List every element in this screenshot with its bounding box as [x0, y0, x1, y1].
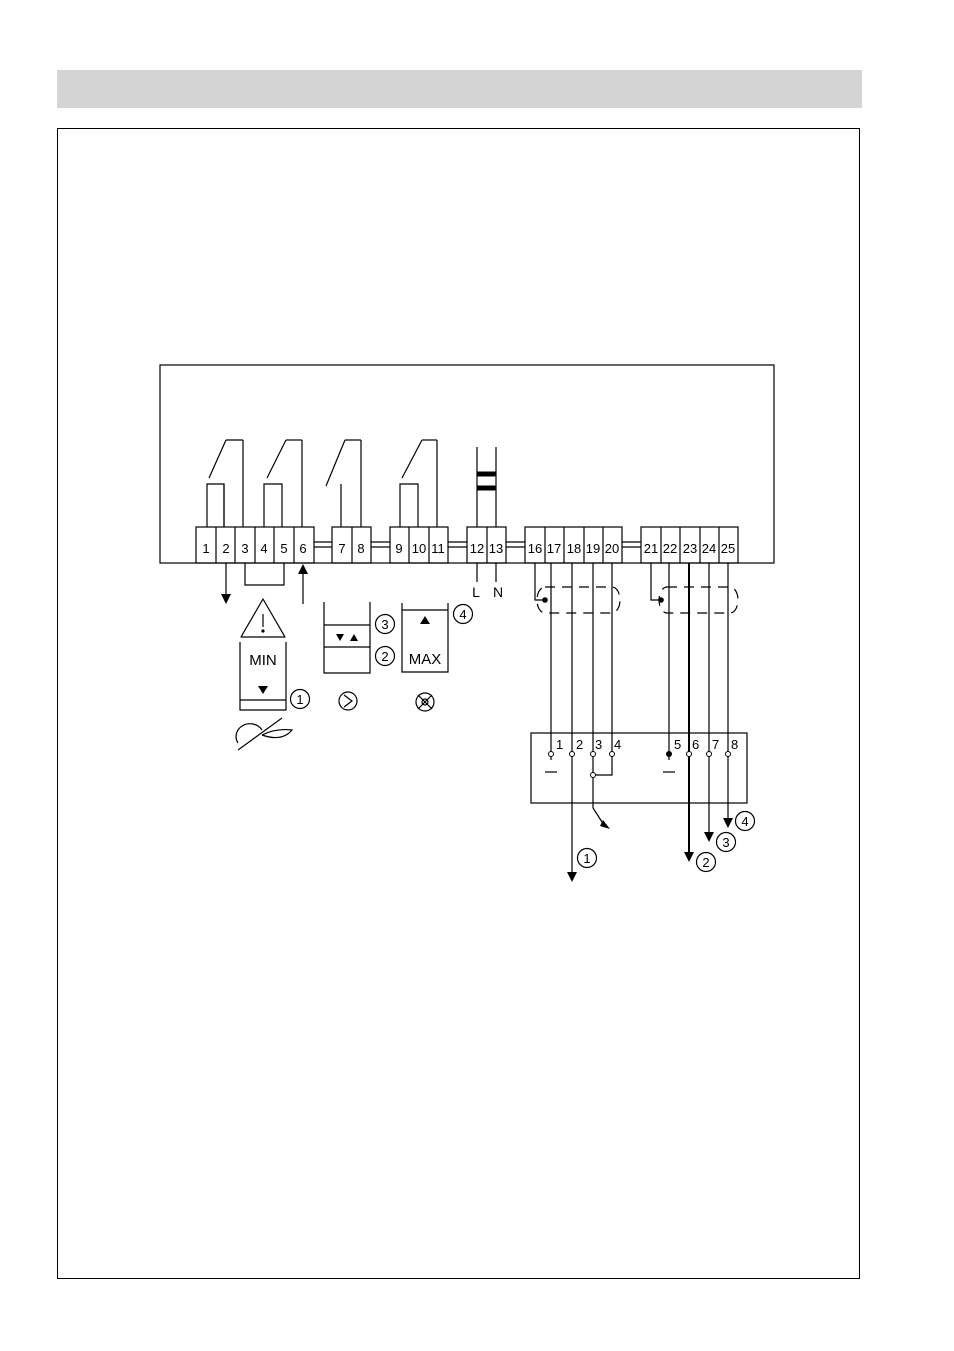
electrode-pins [545, 760, 675, 826]
terminal-3: 3 [241, 541, 248, 556]
terminal-1: 1 [202, 541, 209, 556]
terminal-11: 11 [431, 541, 445, 556]
terminal-16: 16 [528, 541, 542, 556]
shielded-cable-right [650, 563, 739, 852]
terminal-7: 7 [338, 541, 345, 556]
min-label: MIN [249, 652, 277, 669]
electrode-pin-8: 8 [731, 737, 738, 752]
electrode-pin-6: 6 [692, 737, 699, 752]
marker-pump-low: 2 [381, 649, 388, 664]
terminal-9: 9 [395, 541, 402, 556]
marker-max: 4 [459, 607, 466, 622]
marker-labels: 1 2 3 4 1 2 3 4 [296, 607, 748, 870]
terminal-19: 19 [586, 541, 600, 556]
terminal-strip [195, 526, 739, 564]
terminal-13: 13 [489, 541, 503, 556]
terminal-22: 22 [663, 541, 677, 556]
terminal-21: 21 [644, 541, 658, 556]
marker-pump-high: 3 [381, 617, 388, 632]
terminal-2: 2 [222, 541, 229, 556]
terminal-labels: 1 2 3 4 5 6 7 8 9 10 11 12 13 16 17 18 1… [202, 541, 735, 556]
electrode-pin-4: 4 [614, 737, 621, 752]
header-bar [57, 70, 862, 108]
marker-min: 1 [296, 692, 303, 707]
marker-output-left: 1 [583, 851, 590, 866]
shielded-cable-left [534, 563, 621, 872]
pump-level-box [323, 602, 371, 711]
terminal-5: 5 [280, 541, 287, 556]
external-wiring [225, 563, 497, 604]
min-level-box [235, 598, 294, 751]
electrode-pin-5: 5 [674, 737, 681, 752]
electrode-pin-7: 7 [712, 737, 719, 752]
terminal-8: 8 [357, 541, 364, 556]
electrode-pin-2: 2 [576, 737, 583, 752]
terminal-4: 4 [260, 541, 267, 556]
marker-output-3: 3 [722, 835, 729, 850]
terminal-12: 12 [470, 541, 484, 556]
terminal-17: 17 [547, 541, 561, 556]
terminal-10: 10 [412, 541, 426, 556]
max-label: MAX [409, 651, 442, 668]
terminal-24: 24 [702, 541, 716, 556]
line-label: L [472, 584, 480, 600]
electrode-pin-3: 3 [595, 737, 602, 752]
terminal-25: 25 [721, 541, 735, 556]
marker-output-2: 2 [702, 855, 709, 870]
relay-contacts [206, 439, 497, 527]
content-frame [57, 128, 860, 1279]
marker-output-4: 4 [741, 814, 748, 829]
neutral-label: N [493, 584, 503, 600]
transformer-core [477, 471, 496, 491]
terminal-6: 6 [299, 541, 306, 556]
max-level-box [401, 603, 449, 712]
electrode-pin-1: 1 [556, 737, 563, 752]
terminal-23: 23 [683, 541, 697, 556]
electrode-block [530, 732, 748, 804]
marker-circles [289, 603, 756, 873]
terminal-20: 20 [605, 541, 619, 556]
arrow-heads [221, 564, 733, 882]
electrode-pin-labels: 1 2 3 4 5 6 7 8 [556, 737, 738, 752]
terminal-18: 18 [567, 541, 581, 556]
pin-dots [548, 751, 731, 778]
